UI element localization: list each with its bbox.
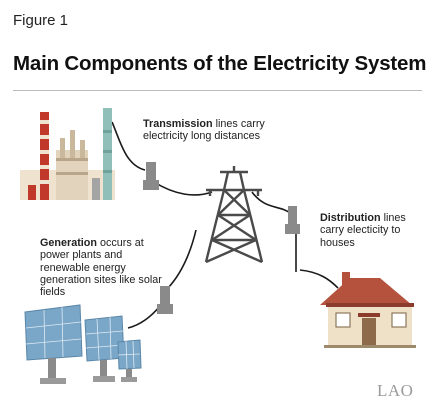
transmission-tower-icon	[204, 166, 264, 264]
solar-insulator-to-panels-wire	[127, 305, 161, 329]
distribution-term: Distribution	[320, 212, 381, 224]
transmission-term: Transmission	[143, 118, 213, 130]
insulator-icon	[143, 162, 159, 190]
insulator-to-tower-wire	[153, 181, 213, 196]
distribution-insulator-icon	[285, 206, 300, 272]
distribution-caption: Distribution lines carry electicity to h…	[320, 212, 432, 249]
title-divider	[13, 90, 422, 91]
generation-caption: Generation occurs at power plants and re…	[40, 237, 168, 298]
transmission-text: lines carry electricity long distances	[143, 118, 265, 143]
solar-panel-icon	[24, 304, 142, 384]
tower-to-solar-wire	[167, 229, 197, 289]
solar-insulator-icon	[157, 286, 173, 314]
plant-to-insulator-wire	[111, 121, 146, 171]
page-title: Main Components of the Electricity Syste…	[13, 52, 427, 75]
pole-to-house-wire	[299, 269, 339, 289]
tower-to-pole-wire	[251, 191, 291, 214]
distribution-text: lines carry electicity to houses	[320, 212, 406, 249]
transmission-caption: Transmission lines carry electricity lon…	[143, 118, 273, 143]
house-icon	[320, 272, 416, 348]
lao-logo: LAO	[377, 381, 414, 400]
figure-label: Figure 1	[13, 12, 69, 29]
generation-text: occurs at power plants and renewable ene…	[40, 237, 162, 299]
power-plant-icon	[20, 108, 115, 200]
generation-term: Generation	[40, 237, 97, 249]
